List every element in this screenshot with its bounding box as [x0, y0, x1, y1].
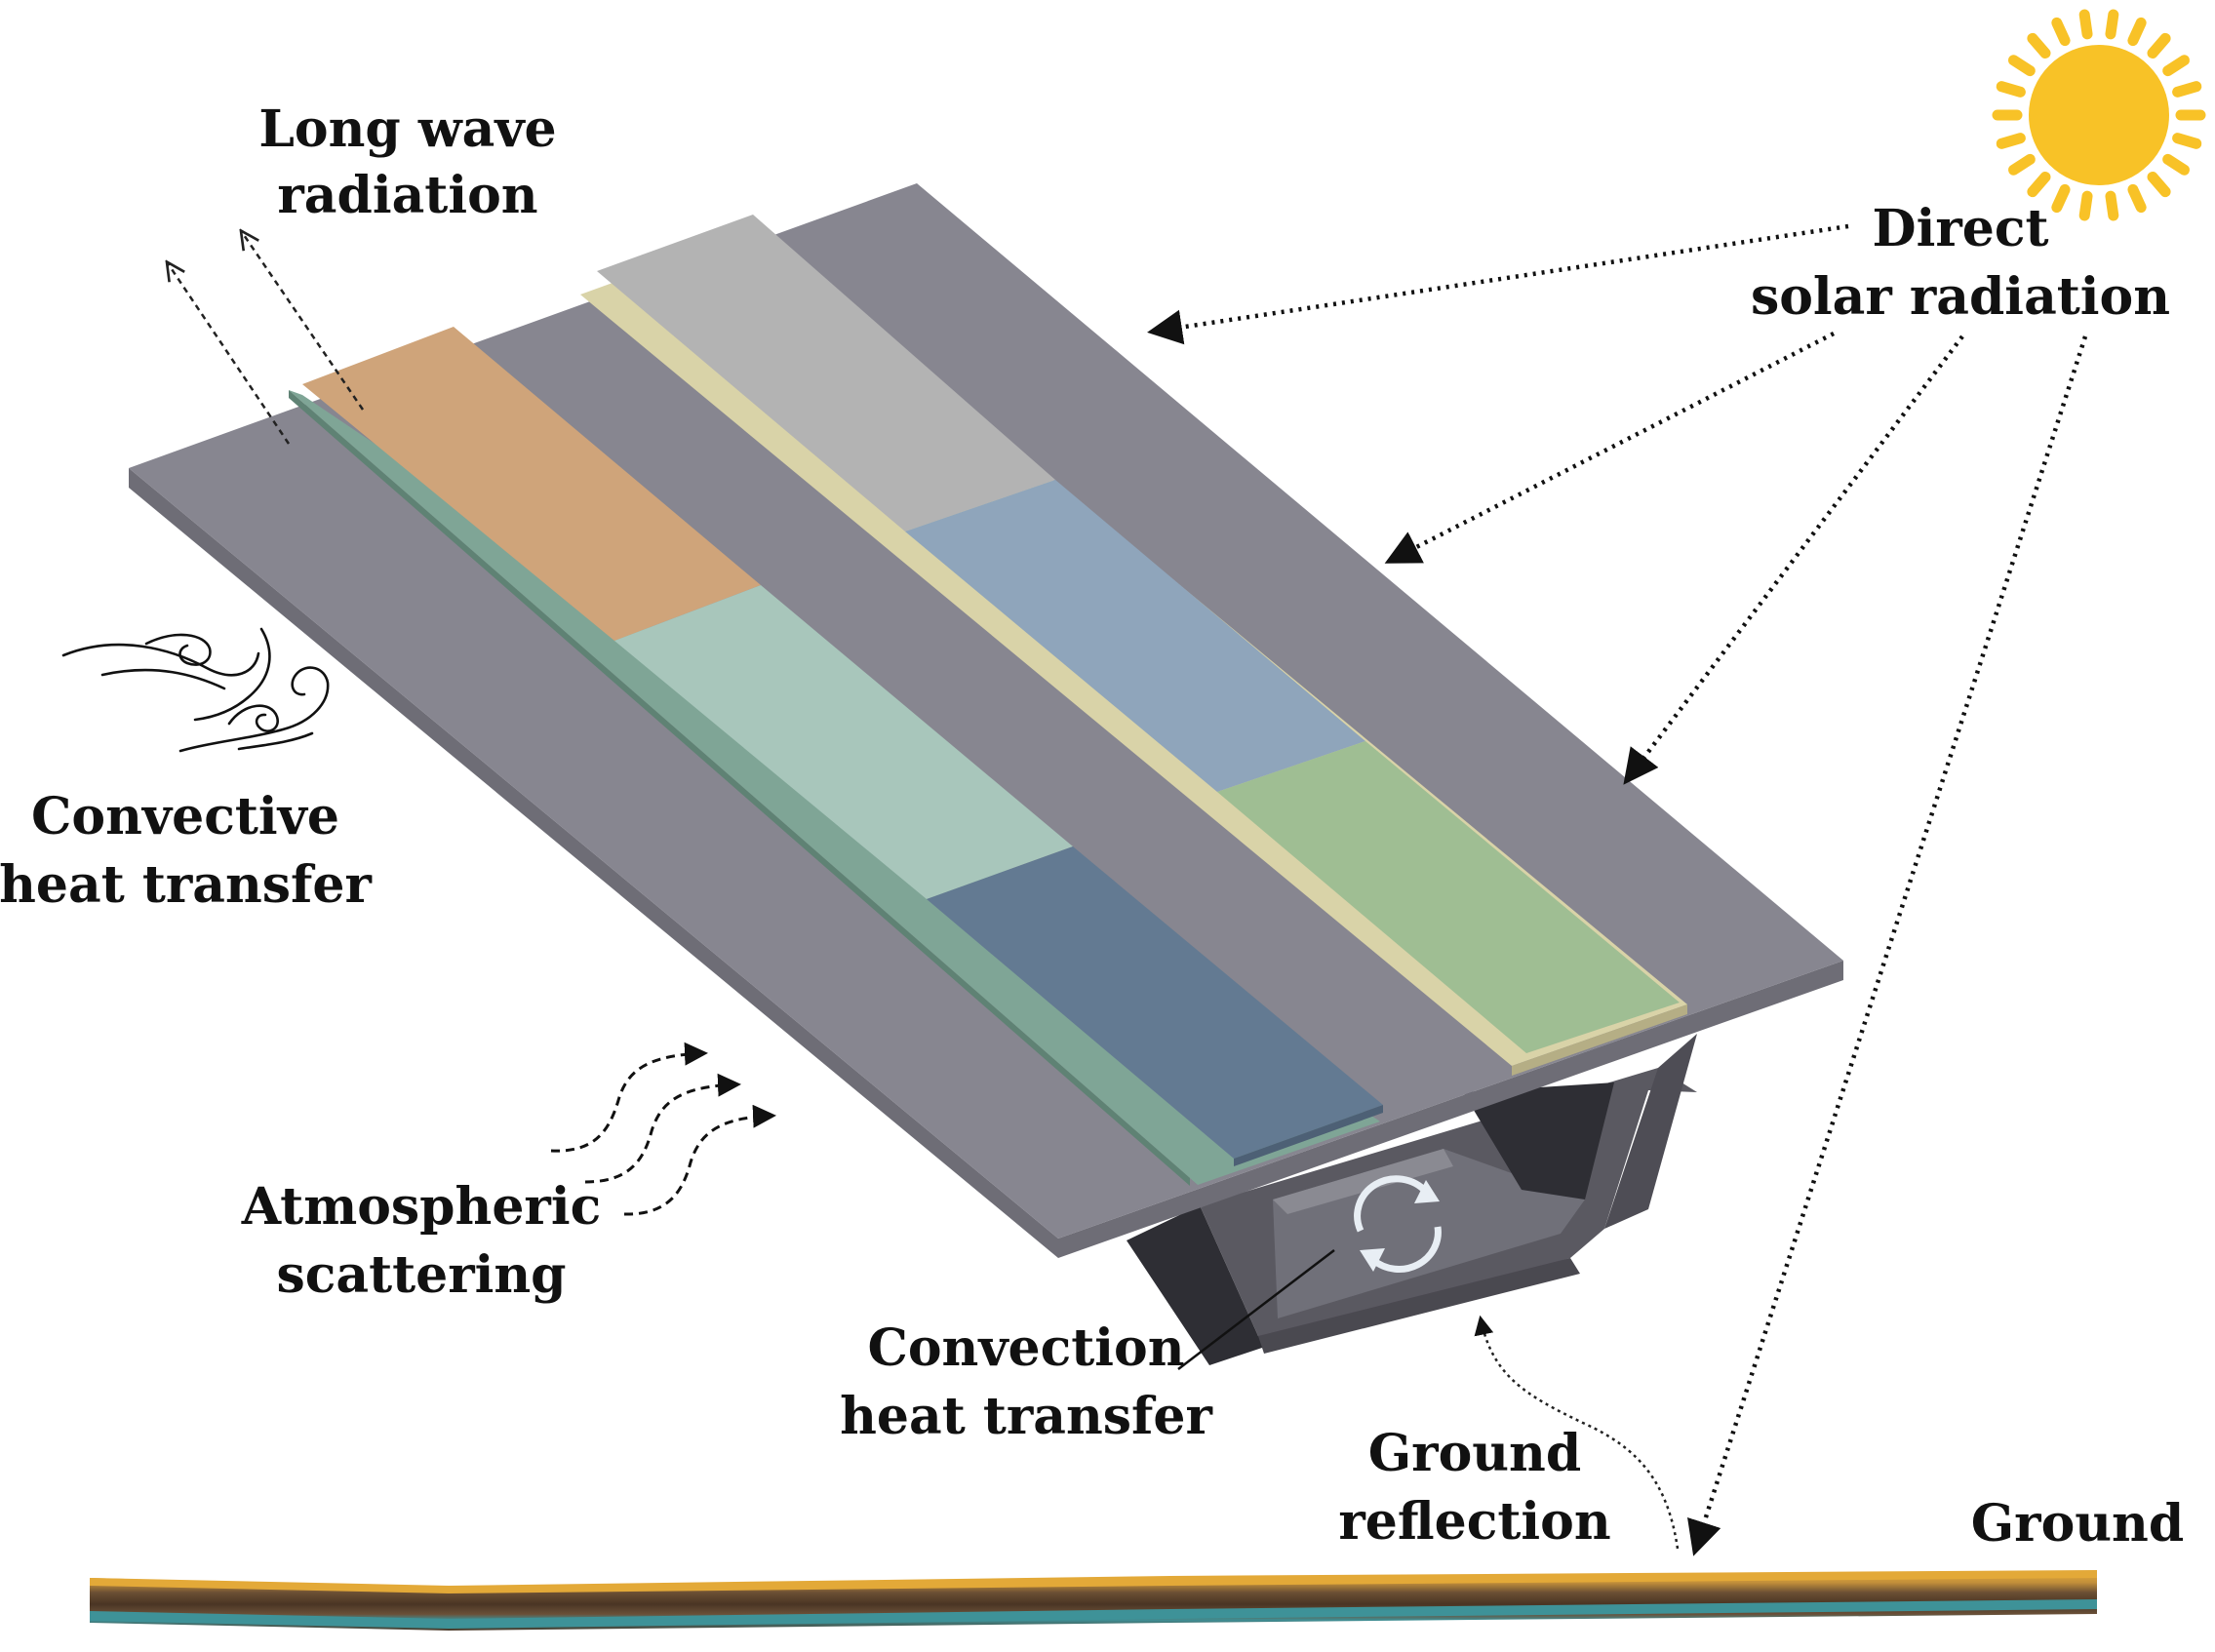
label-direct-line1: Direct	[1872, 199, 2048, 258]
label-ground-reflection-line2: reflection	[1338, 1492, 1610, 1552]
left-strip-base-edge	[289, 390, 1190, 1186]
sun-ray	[1996, 81, 2026, 98]
label-convection-line1: Convection	[867, 1318, 1184, 1378]
sun-ray	[2162, 55, 2190, 77]
right-strip-base-edge	[1512, 1004, 1687, 1076]
arrows	[168, 223, 2088, 1556]
girder-inner-top	[1273, 1149, 1453, 1214]
scattering-arrow-3	[623, 1104, 776, 1216]
left-panel-strip	[289, 327, 1383, 1186]
sun-ray	[2008, 153, 2036, 176]
sun-ray	[2127, 17, 2147, 47]
sun-ray	[2051, 17, 2071, 47]
panel-slate	[927, 846, 1383, 1159]
sun-ray	[2027, 32, 2051, 59]
sun-ray	[2051, 183, 2071, 214]
scattering-arrow-1	[550, 1042, 708, 1153]
panel-mint	[614, 585, 1073, 899]
right-panel-strip	[580, 215, 1687, 1076]
sun-ray	[1996, 133, 2026, 149]
label-atmospheric-line1: Atmospheric	[241, 1177, 602, 1237]
sun-icon	[1992, 9, 2206, 221]
direct-solar-arrow-4	[1687, 335, 2088, 1556]
sun-ray	[2078, 9, 2093, 40]
label-atmospheric-line2: scattering	[276, 1245, 566, 1305]
label-convective-line2: heat transfer	[0, 855, 372, 915]
deck-top-surface	[129, 183, 1843, 1239]
sun-ray	[2105, 190, 2119, 221]
ground-water-layer	[90, 1599, 2097, 1629]
sun-ray	[2105, 9, 2119, 40]
convection-cycle-icon	[1354, 1175, 1442, 1273]
direct-solar-arrow-3	[1623, 334, 1964, 785]
deck-front-edge	[129, 468, 1058, 1258]
labels: Long wave radiation Direct solar radiati…	[0, 99, 2184, 1554]
label-long-wave-line2: radiation	[277, 166, 537, 225]
sun-rays	[1992, 9, 2206, 221]
deck-right-edge	[1058, 961, 1843, 1258]
direct-solar-arrow-1	[1147, 223, 1849, 345]
sun-ray	[2172, 81, 2202, 98]
convection-leader-line	[1177, 1249, 1335, 1370]
direct-solar-arrow-2	[1384, 331, 1836, 564]
label-long-wave-line1: Long wave	[258, 99, 556, 159]
scattering-arrow-2	[584, 1073, 741, 1184]
sun-ray	[2172, 133, 2202, 149]
panel-green	[1217, 741, 1680, 1053]
girder-right-face	[1604, 1034, 1697, 1229]
sun-ray	[2078, 190, 2093, 221]
girder-bottom-flange	[1258, 1258, 1580, 1354]
sun-ray	[2147, 171, 2171, 198]
ground-strata	[90, 1570, 2097, 1631]
sun-ray	[2147, 32, 2171, 59]
girder-inner-right-dark	[1463, 1082, 1614, 1200]
label-convective-line1: Convective	[31, 787, 339, 846]
sun-ray	[2008, 55, 2036, 77]
girder-left-web	[1127, 1205, 1268, 1365]
sun-ray	[2027, 171, 2051, 198]
panel-orange	[302, 327, 761, 641]
label-ground-reflection-line1: Ground	[1368, 1424, 1581, 1483]
panel-gray	[597, 215, 1055, 531]
ground-top-layer	[90, 1570, 2097, 1593]
sun-ray	[2127, 183, 2147, 214]
wind-swirl-icon	[61, 627, 330, 753]
label-ground: Ground	[1971, 1494, 2184, 1554]
sun-ray	[2162, 153, 2190, 176]
panel-blue	[905, 480, 1365, 792]
box-girder	[1127, 1034, 1697, 1365]
long-wave-arrow-2	[242, 232, 365, 411]
panel-slate-edge	[1234, 1105, 1383, 1166]
label-convection-line2: heat transfer	[840, 1387, 1212, 1446]
long-wave-arrow-1	[168, 263, 291, 445]
label-direct-line2: solar radiation	[1751, 267, 2170, 327]
